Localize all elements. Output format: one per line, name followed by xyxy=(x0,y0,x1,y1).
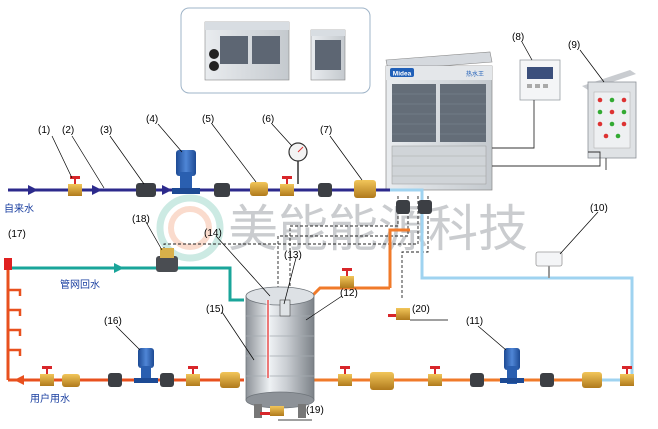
check-valve-user xyxy=(62,374,80,387)
control-wiring xyxy=(492,100,607,170)
label-9: (9) xyxy=(568,40,580,51)
heat-pump-unit: Midea 热水王 xyxy=(385,51,493,191)
wall-controller xyxy=(519,59,561,101)
label-14: (14) xyxy=(204,228,222,239)
label-13: (13) xyxy=(284,250,302,261)
user-terminal-marker xyxy=(4,258,12,270)
valve-20 xyxy=(388,308,410,320)
valve-6 xyxy=(280,176,294,196)
product-photo-panel xyxy=(180,7,371,94)
return-water-label: 管网回水 xyxy=(60,278,100,291)
label-17: (17) xyxy=(8,229,26,240)
user-water-line xyxy=(4,258,244,385)
valves xyxy=(40,176,634,416)
valve-hot-3 xyxy=(620,366,634,386)
valve-user-1 xyxy=(40,366,54,386)
solenoid-valve xyxy=(156,248,178,272)
fittings xyxy=(62,180,602,390)
valve-hot-2 xyxy=(428,366,442,386)
label-15: (15) xyxy=(206,304,224,315)
network-return-line xyxy=(10,263,244,302)
pressure-gauge xyxy=(288,142,308,184)
label-6: (6) xyxy=(262,114,274,125)
tap-water-label: 自来水 xyxy=(4,202,34,215)
valve-hot-1 xyxy=(338,366,352,386)
three-way-valve xyxy=(535,251,563,278)
pump-4 xyxy=(172,150,200,194)
label-4: (4) xyxy=(146,114,158,125)
valve-1 xyxy=(68,176,82,196)
pump-11 xyxy=(500,348,524,384)
flex-joints xyxy=(108,183,554,387)
label-2: (2) xyxy=(62,125,74,136)
model-tag: 热水王 xyxy=(466,70,484,78)
label-1: (1) xyxy=(38,125,50,136)
valve-user-2 xyxy=(186,366,200,386)
check-valve-5 xyxy=(250,182,268,196)
label-5: (5) xyxy=(202,114,214,125)
user-water-label: 用户用水 xyxy=(30,392,70,405)
y-filter-hot xyxy=(370,372,394,390)
label-3: (3) xyxy=(100,125,112,136)
label-19: (19) xyxy=(306,405,324,416)
callout-labels: (1) (2) (3) (4) (5) (6) (7) (8) (9) (10)… xyxy=(8,32,608,416)
valve-13 xyxy=(340,268,354,288)
brand-badge xyxy=(390,68,414,77)
storage-tank xyxy=(245,286,315,418)
control-cabinet xyxy=(582,70,637,159)
pump-16 xyxy=(134,348,158,383)
label-7: (7) xyxy=(320,125,332,136)
label-12: (12) xyxy=(340,288,358,299)
y-filter-15 xyxy=(220,372,240,388)
drain-valve-19 xyxy=(260,406,284,416)
y-filter-7 xyxy=(354,180,376,198)
brand-logo: Midea xyxy=(393,71,412,78)
label-20: (20) xyxy=(412,304,430,315)
label-8: (8) xyxy=(512,32,524,43)
label-16: (16) xyxy=(104,316,122,327)
label-18: (18) xyxy=(132,214,150,225)
level-sensor xyxy=(279,299,291,317)
compact-unit-image xyxy=(310,29,346,81)
modular-unit-image xyxy=(204,21,290,81)
check-valve-hot xyxy=(582,372,602,388)
callout-leaders xyxy=(51,41,605,421)
label-11: (11) xyxy=(466,316,483,327)
label-10: (10) xyxy=(590,203,608,214)
watermark-text: 美能能源科技 xyxy=(228,200,528,258)
